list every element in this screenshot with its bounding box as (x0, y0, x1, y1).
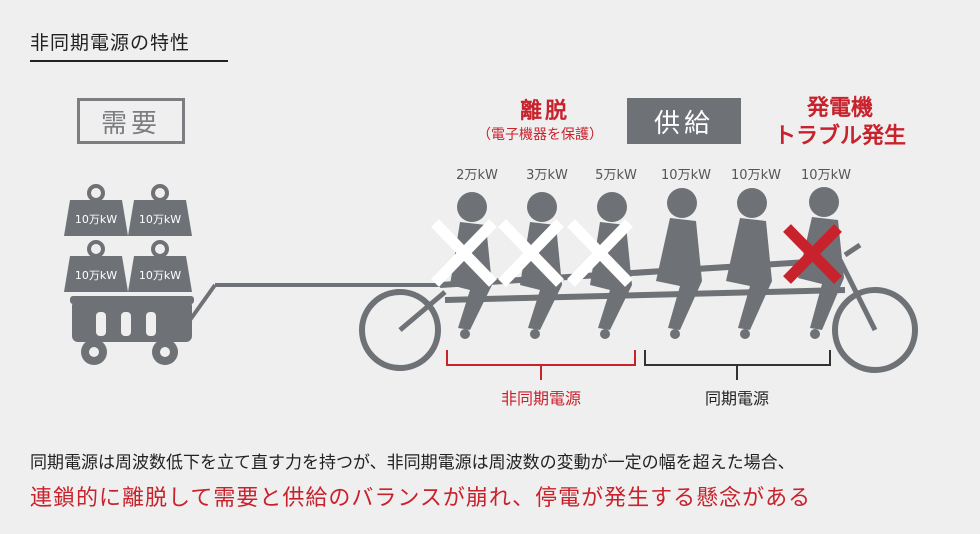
async-bracket (446, 350, 636, 366)
rider-5 (726, 188, 772, 330)
bicycle-frame (359, 242, 918, 373)
supply-label: 供給 (627, 98, 741, 144)
weight-label: 10万kW (74, 213, 118, 226)
weight-label: 10万kW (74, 269, 118, 282)
async-group-label: 非同期電源 (500, 389, 581, 408)
rider-1-kw: 2万kW (456, 168, 498, 183)
sync-bracket (644, 350, 831, 366)
failure-label-line2: トラブル発生 (773, 124, 906, 149)
rider-5-kw: 10万kW (731, 168, 781, 183)
rider-4-kw: 10万kW (661, 168, 711, 183)
weight-label: 10万kW (138, 213, 182, 226)
page-title: 非同期電源の特性 (30, 32, 191, 54)
description-line-2: 連鎖的に離脱して需要と供給のバランスが崩れ、停電が発生する懸念がある (30, 486, 812, 511)
title-underline (30, 60, 228, 62)
weight-icon (64, 184, 192, 292)
rider-6-kw: 10万kW (801, 168, 851, 183)
weight-label: 10万kW (138, 269, 182, 282)
rider-2-kw: 3万kW (526, 168, 568, 183)
failure-label-line1: 発電機 (806, 96, 873, 121)
rider-4 (656, 188, 702, 330)
rider-3-kw: 5万kW (595, 168, 637, 183)
sync-group-label: 同期電源 (704, 389, 769, 408)
failure-x-mark (783, 224, 842, 284)
disconnect-sublabel: （電子機器を保護） (477, 127, 603, 143)
description-line-1: 同期電源は周波数低下を立て直す力を持つが、非同期電源は周波数の変動が一定の幅を超… (30, 453, 795, 473)
riders (450, 187, 844, 330)
disconnect-x-marks (431, 219, 633, 287)
disconnect-label: 離脱 (519, 99, 570, 124)
cart (70, 296, 194, 365)
demand-label: 需要 (77, 98, 185, 144)
